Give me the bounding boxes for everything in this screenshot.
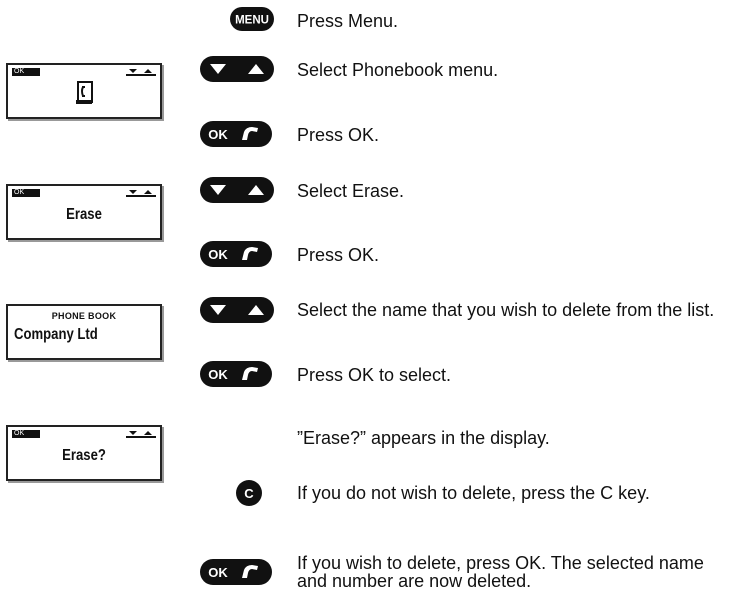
- display-ok-tag: OK: [12, 189, 40, 197]
- display-arrows-icon: [126, 67, 156, 76]
- ok-key-label: OK: [208, 367, 228, 382]
- display-text: Erase?: [62, 447, 106, 464]
- step-3-text: Press OK.: [297, 125, 380, 145]
- ok-key-label: OK: [208, 565, 228, 580]
- phonebook-display: PHONE BOOK Company Ltd: [6, 304, 162, 360]
- display-text: Erase: [66, 206, 102, 223]
- erase-display: OK Erase: [6, 184, 162, 240]
- ok-call-icon: OK: [200, 121, 272, 152]
- c-key-icon: C: [236, 480, 262, 511]
- display-arrows-icon: [126, 429, 156, 438]
- display-arrows-icon: [126, 188, 156, 197]
- ok-call-icon: OK: [200, 361, 272, 392]
- step-6-text: Select the name that you wish to delete …: [297, 300, 715, 320]
- navigation-arrows-icon: [200, 177, 274, 208]
- ok-call-icon: OK: [200, 241, 272, 272]
- step-1-text: Press Menu.: [297, 11, 399, 31]
- step-8-text: ”Erase?” appears in the display.: [297, 428, 550, 448]
- c-key-label: C: [244, 486, 254, 501]
- ok-key-label: OK: [208, 127, 228, 142]
- display-ok-tag: OK: [12, 68, 40, 76]
- navigation-arrows-icon: [200, 56, 274, 87]
- display-ok-tag: OK: [12, 430, 40, 438]
- phonebook-icon-display: OK: [6, 63, 162, 119]
- step-7-text: Press OK to select.: [297, 365, 452, 385]
- ok-call-icon: OK: [200, 559, 272, 590]
- step-10-text: If you wish to delete, press OK. The sel…: [297, 553, 704, 591]
- step-2-text: Select Phonebook menu.: [297, 60, 499, 80]
- step-9-text: If you do not wish to delete, press the …: [297, 483, 650, 503]
- erase-confirm-display: OK Erase?: [6, 425, 162, 481]
- display-entry: Company Ltd: [14, 326, 98, 343]
- menu-key-label: MENU: [235, 15, 269, 27]
- menu-key-icon: MENU: [230, 7, 274, 36]
- phonebook-icon: [76, 81, 94, 110]
- step-4-text: Select Erase.: [297, 181, 405, 201]
- navigation-arrows-icon: [200, 297, 274, 328]
- step-5-text: Press OK.: [297, 245, 380, 265]
- display-header: PHONE BOOK: [51, 311, 117, 321]
- ok-key-label: OK: [208, 247, 228, 262]
